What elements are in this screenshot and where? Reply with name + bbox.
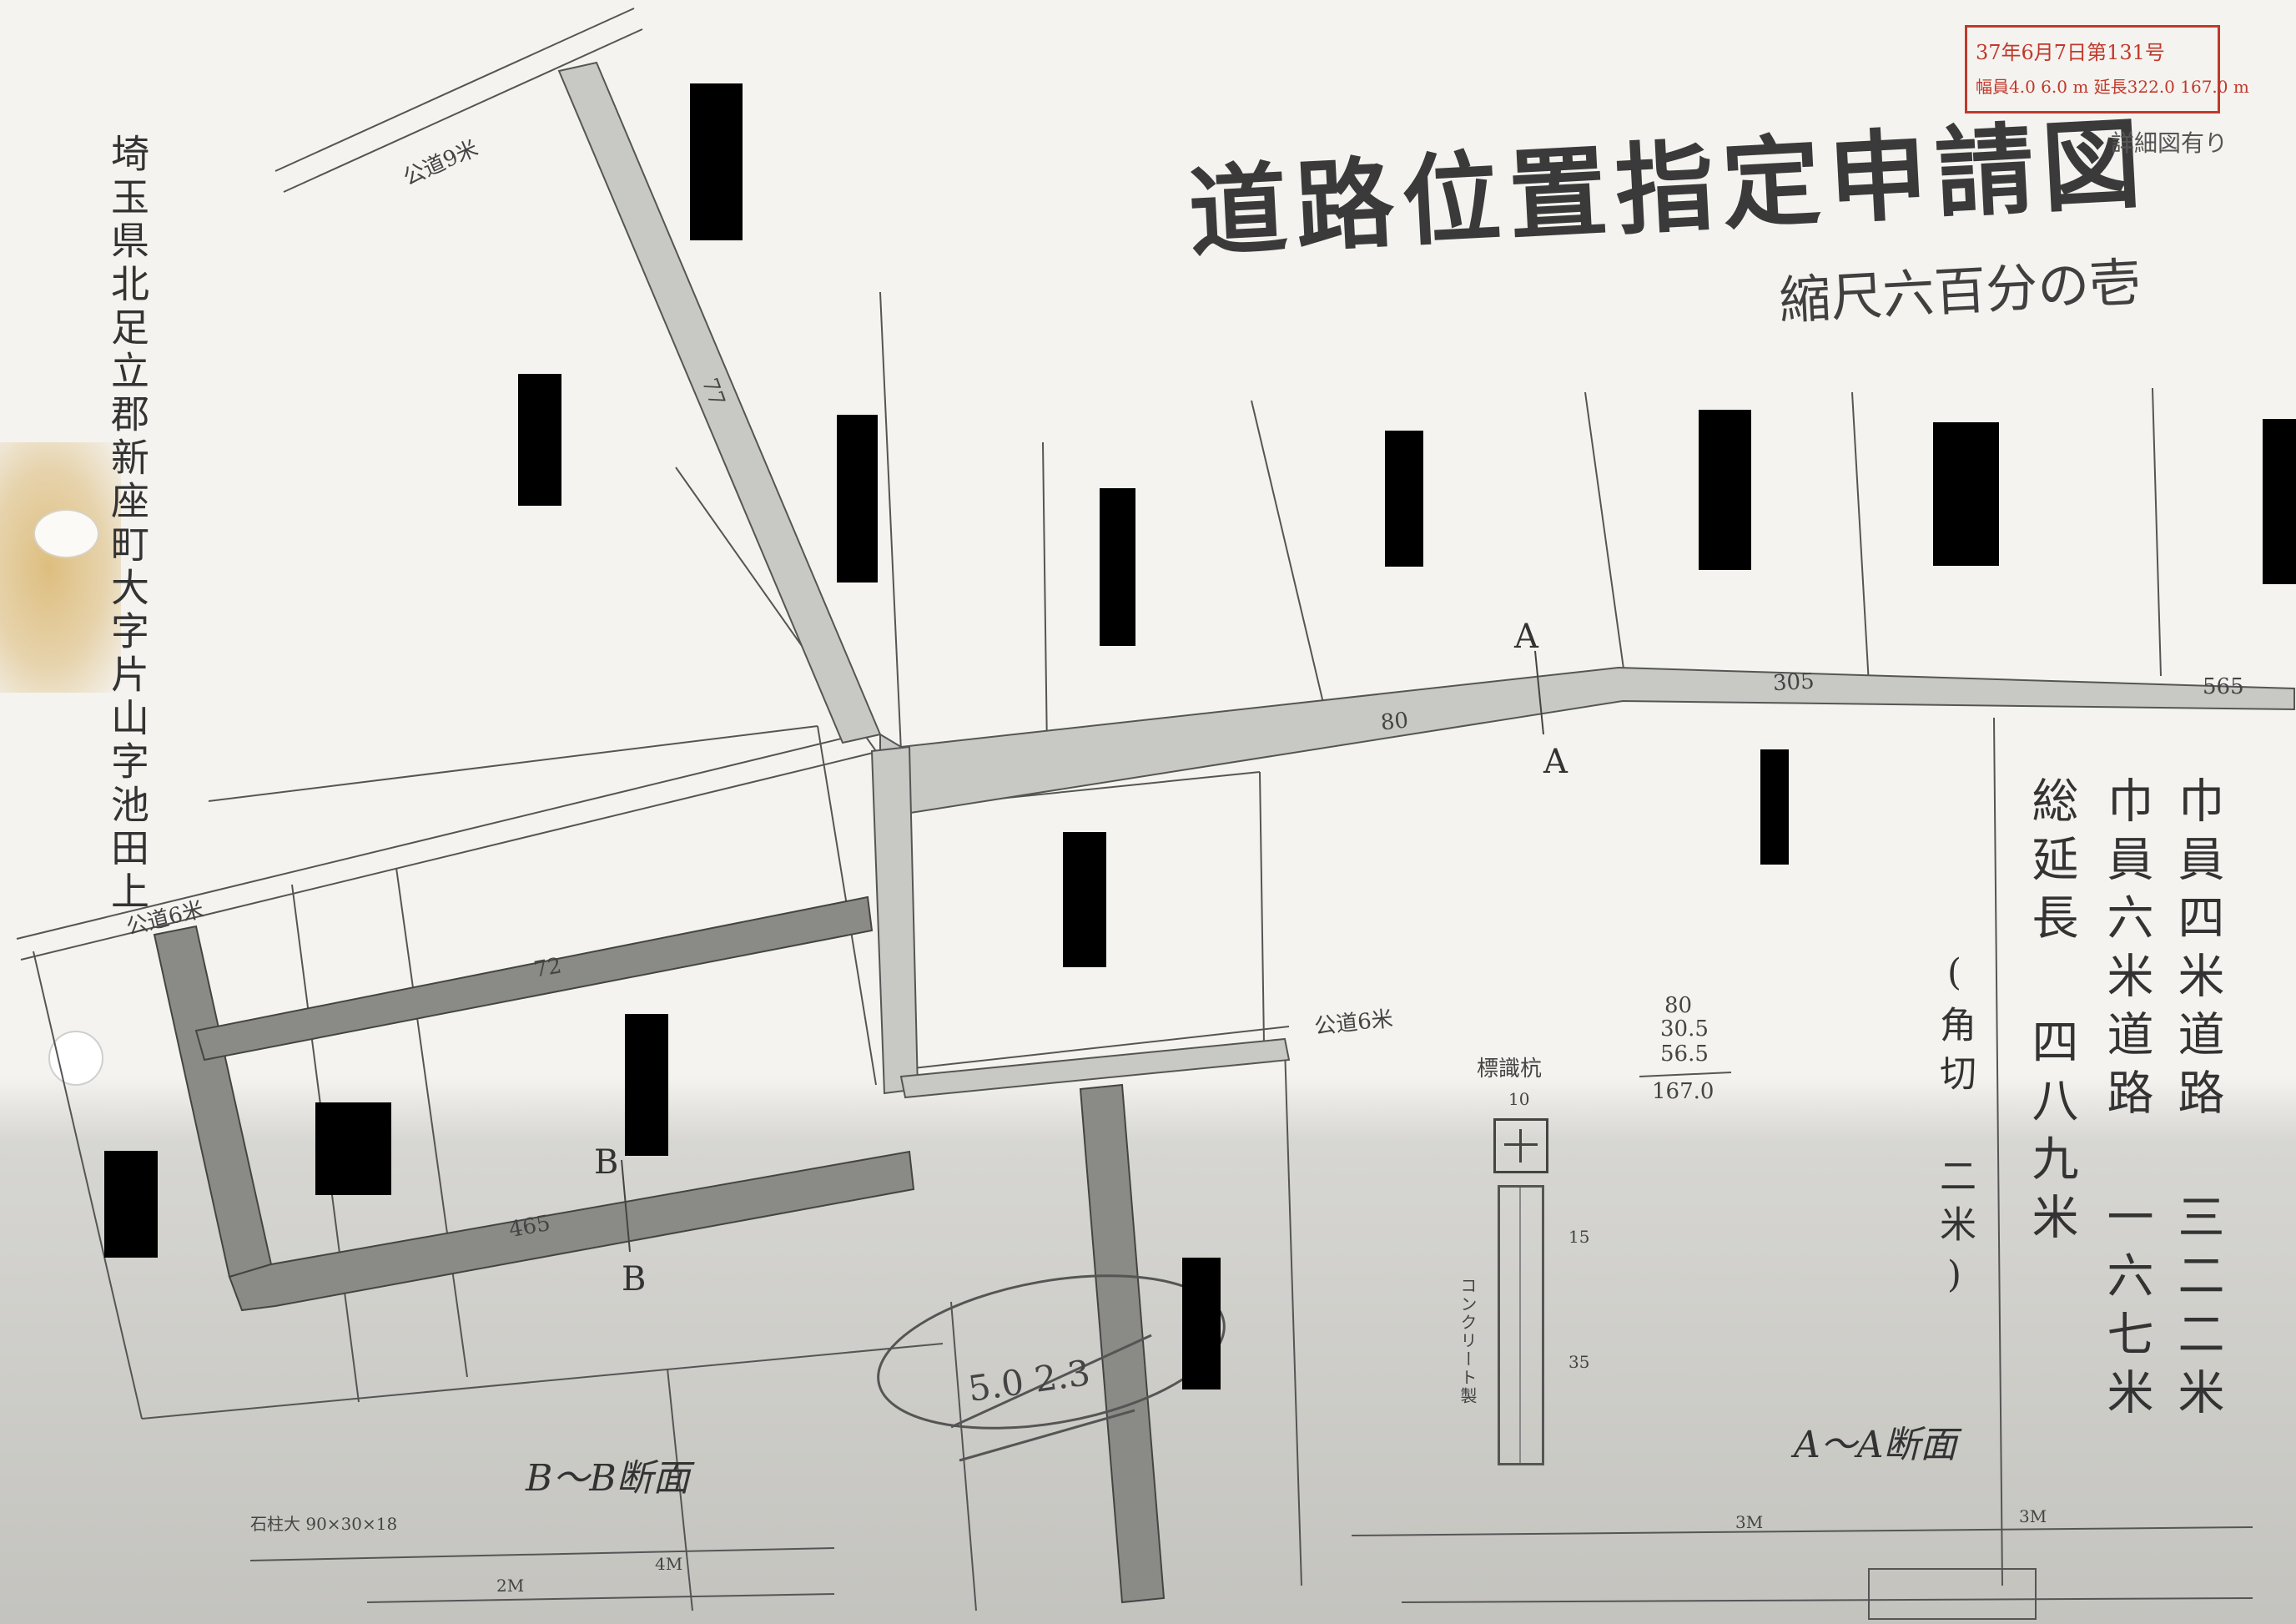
redaction-1 <box>690 83 743 240</box>
road-connector <box>899 1037 1291 1099</box>
road-6m-south <box>228 1150 915 1312</box>
section-line-aa <box>1534 650 1544 735</box>
detail-note: 詳細図有り <box>2111 129 2228 157</box>
summary-total-length: 総延長 四八九米 <box>2024 776 2078 1251</box>
stamp-line-1: 37年6月7日第131号 <box>1976 41 2165 64</box>
road-6m-west <box>153 925 273 1279</box>
calc-80: 80 <box>1664 993 1693 1018</box>
road-6m-vertical <box>1079 1083 1166 1604</box>
redaction-6 <box>1699 410 1751 570</box>
public-road-6a-edge-1 <box>16 729 877 940</box>
dim-4m: 4M <box>655 1554 683 1574</box>
road-4m-junction <box>870 745 919 1095</box>
redaction-4 <box>1100 488 1135 646</box>
marker-label: 標識杭 <box>1477 1057 1543 1082</box>
redaction-13 <box>104 1151 158 1258</box>
redaction-9 <box>1760 749 1789 865</box>
redaction-10 <box>1063 832 1106 967</box>
summary-road-4m: 巾員四米道路 三二二米 <box>2170 776 2224 1426</box>
paper-stain <box>0 442 121 693</box>
section-a-bottom: A <box>1543 743 1568 781</box>
marker-dim-35: 35 <box>1568 1352 1590 1372</box>
scribble-ellipse <box>877 1274 1226 1430</box>
length-305: 305 <box>1772 668 1815 697</box>
length-565: 565 <box>2203 674 2244 699</box>
section-aa-label: A～A断面 <box>1794 1424 1957 1466</box>
stone-size: 石柱大 90×30×18 <box>250 1514 398 1534</box>
length-80: 80 <box>1379 708 1410 736</box>
section-line-bb <box>621 1159 631 1253</box>
approval-stamp: 37年6月7日第131号 幅員4.0 6.0 m 延長322.0 167.0 m <box>1965 25 2249 113</box>
redaction-3 <box>837 415 878 583</box>
road-6m-middle <box>194 895 874 1062</box>
length-72: 72 <box>531 953 564 983</box>
section-b-top: B <box>594 1143 619 1182</box>
marker-post-top <box>1493 1118 1548 1173</box>
redaction-14 <box>1182 1258 1221 1389</box>
public-road-9-edge-1 <box>274 8 635 172</box>
redaction-8 <box>2263 419 2296 584</box>
marker-width: 10 <box>1508 1089 1530 1109</box>
calc-sum: 167.0 <box>1652 1079 1714 1104</box>
summary-road-6m: 巾員六米道路 一六七米 <box>2099 776 2153 1426</box>
stamp-line-2: 幅員4.0 6.0 m 延長322.0 167.0 m <box>1976 77 2249 97</box>
calc-30-5: 30.5 <box>1660 1016 1709 1041</box>
punch-hole-lower <box>48 1031 103 1086</box>
marker-post-body <box>1498 1185 1544 1465</box>
section-bb-label: B～B断面 <box>526 1457 690 1500</box>
redaction-7 <box>1933 422 1999 566</box>
dim-3m-a: 3M <box>1735 1512 1764 1532</box>
punch-hole-upper <box>33 509 99 558</box>
public-road-6b-edge-2 <box>913 1026 1290 1069</box>
summary-corner-cut: (角切 二米) <box>1933 951 1976 1308</box>
public-road-6a-edge-2 <box>20 750 881 961</box>
marker-dim-15: 15 <box>1568 1227 1590 1247</box>
marker-concrete: コンクリート製 <box>1458 1277 1478 1405</box>
redaction-11 <box>625 1014 668 1156</box>
redaction-12 <box>315 1102 391 1195</box>
section-a-top: A <box>1514 618 1538 656</box>
section-b-bottom: B <box>622 1260 647 1299</box>
redaction-2 <box>518 374 561 506</box>
calc-56-5: 56.5 <box>1660 1041 1709 1067</box>
dim-3m-b: 3M <box>2019 1506 2047 1526</box>
road-4m-east <box>879 666 2295 815</box>
redaction-5 <box>1385 431 1423 567</box>
dim-2m: 2M <box>496 1576 525 1596</box>
public-road-9-edge-2 <box>283 28 643 193</box>
site-address: 埼玉県北足立郡新座町大字片山字池田上 <box>105 134 150 915</box>
